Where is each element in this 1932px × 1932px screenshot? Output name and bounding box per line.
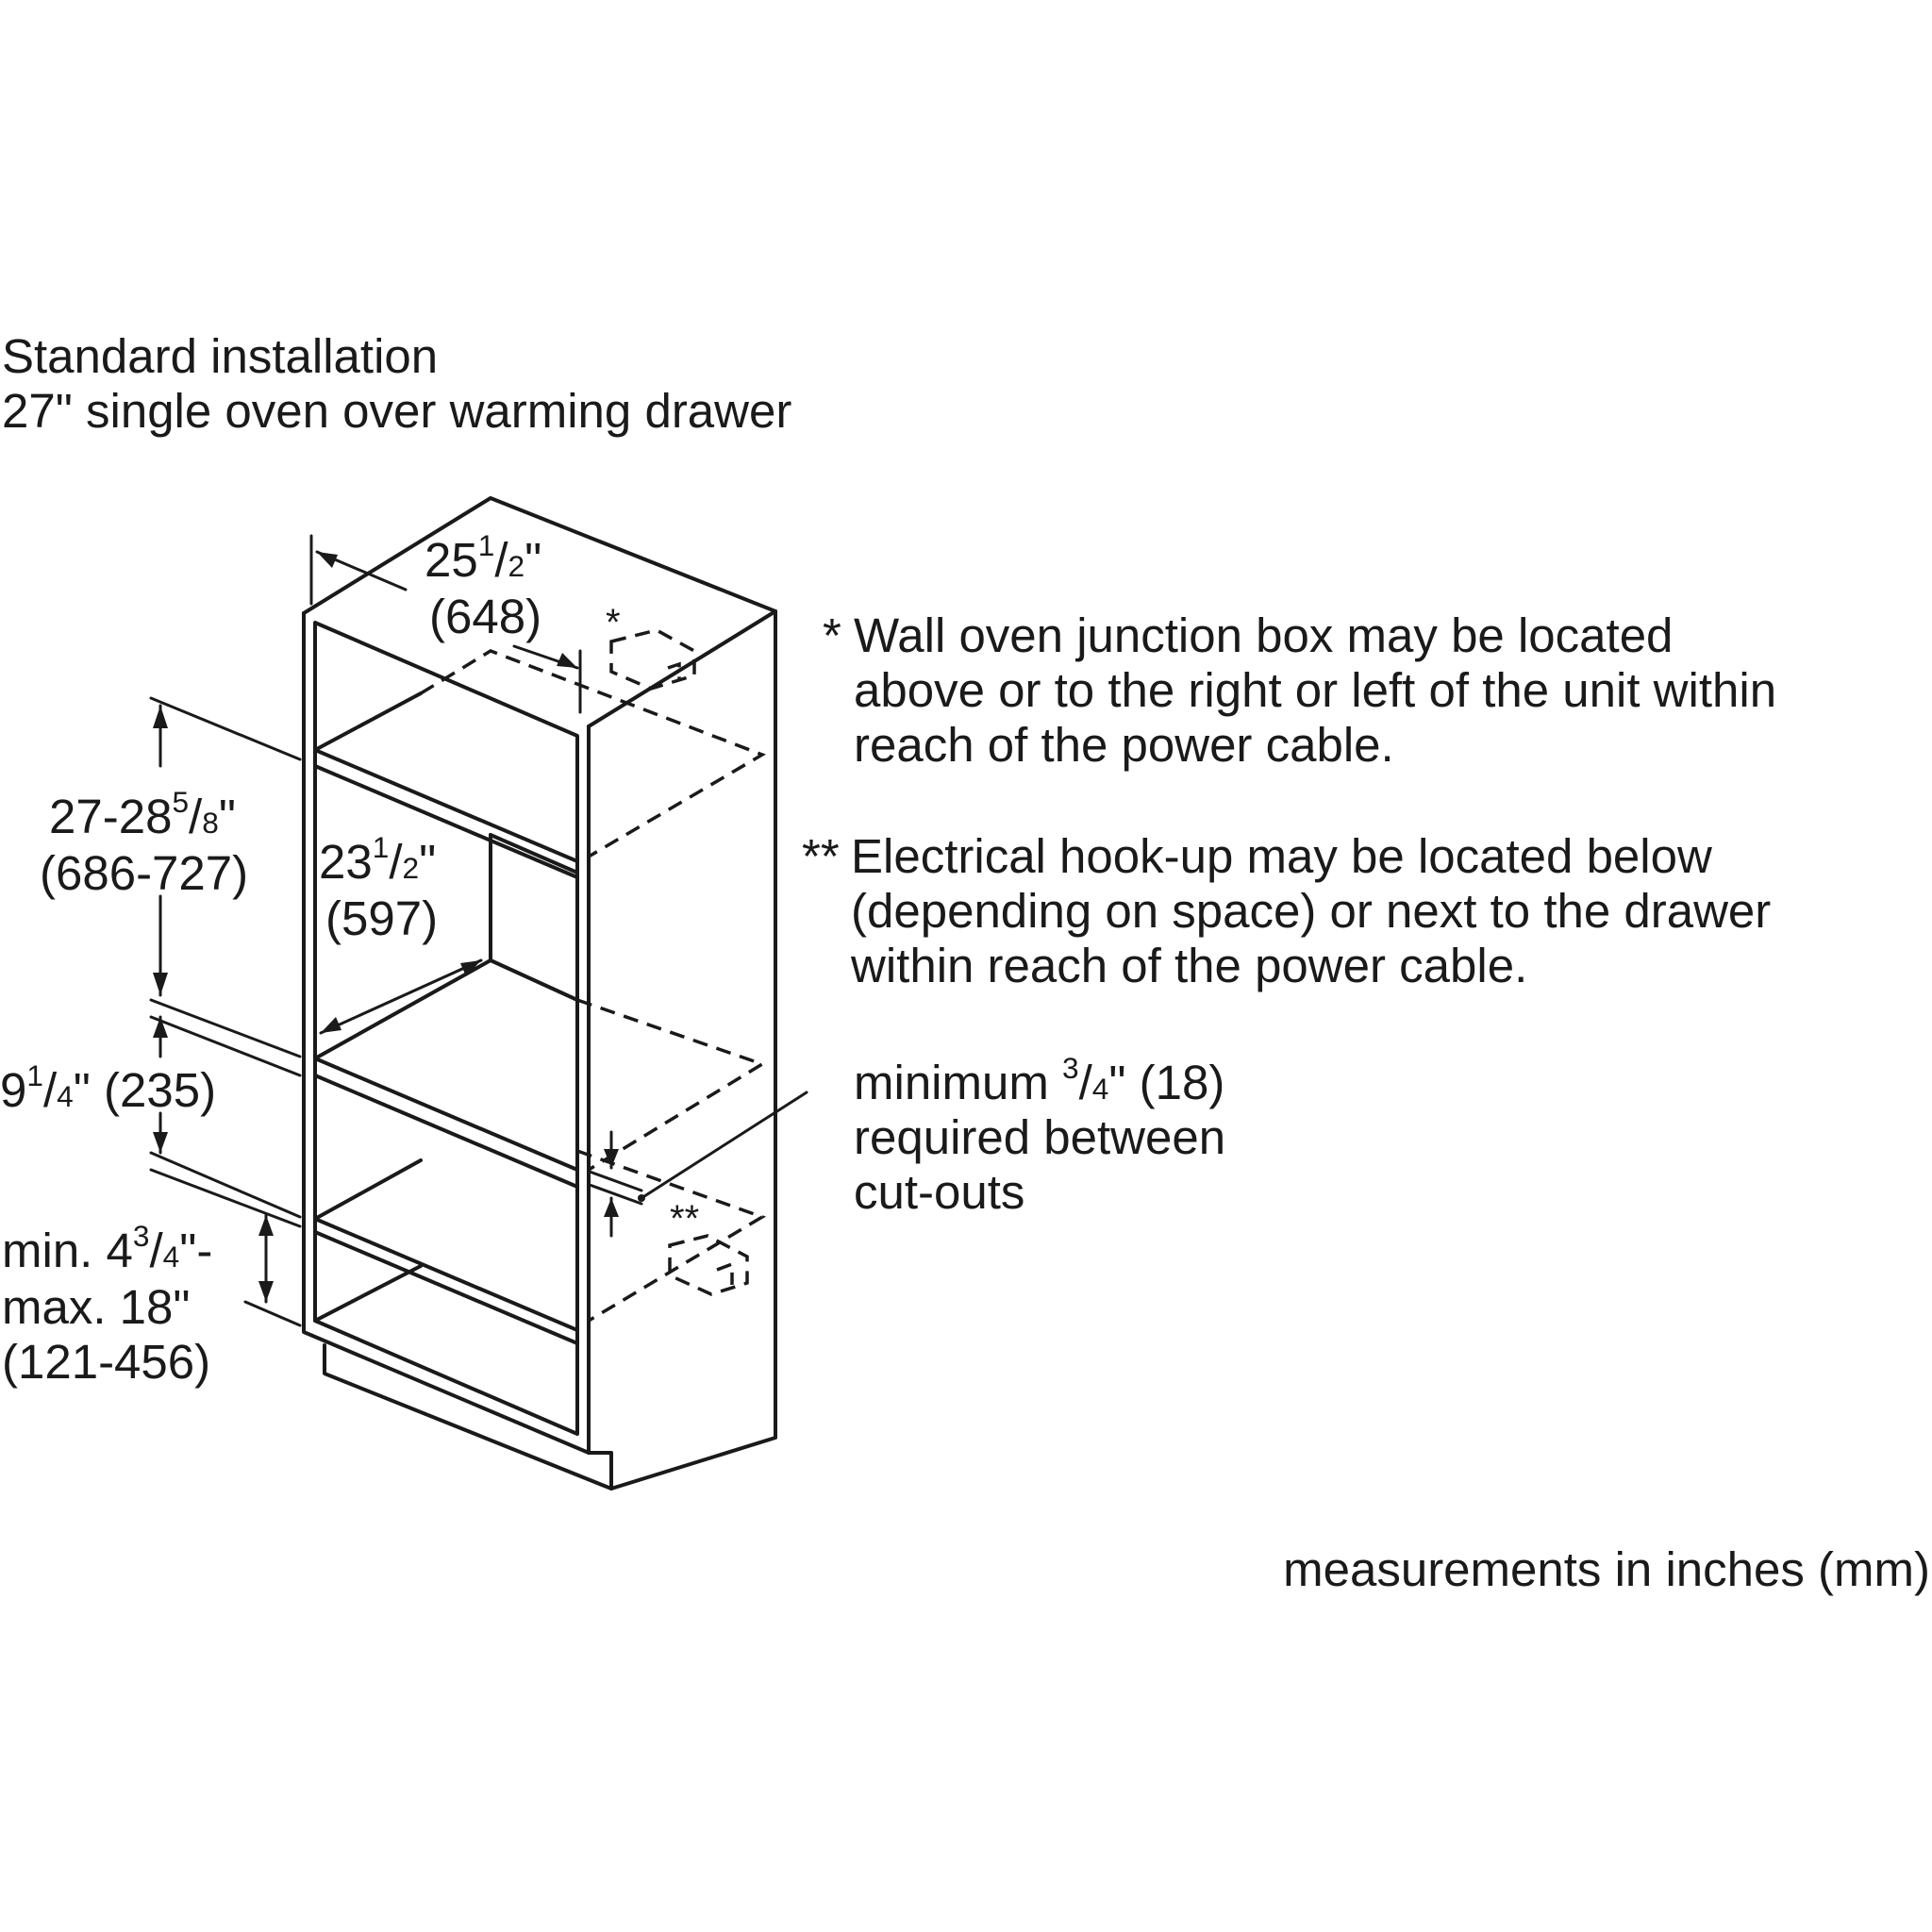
junction-box-top-knob xyxy=(667,661,681,681)
junction-note-line-1: Wall oven junction box may be located xyxy=(854,608,1674,662)
electrical-note-line-3: within reach of the power cable. xyxy=(851,939,1528,992)
shelf-top-lower xyxy=(313,764,579,879)
drawer-ext-bottom xyxy=(149,1151,302,1219)
bottom-arrow-up xyxy=(258,1215,274,1236)
height-ext-top xyxy=(149,696,302,761)
inner-depth-label: 231/2" xyxy=(319,829,437,889)
gap-ext-bottom xyxy=(588,1183,643,1206)
junction-box-bottom xyxy=(668,1234,749,1296)
junction-box-marker: * xyxy=(606,602,621,643)
inner-depth-arrow-right xyxy=(460,960,481,976)
height-ext-bottom xyxy=(149,998,302,1058)
height-arrow-down xyxy=(153,973,168,995)
cabinet-top-face xyxy=(302,496,777,728)
cavity-drawer-back xyxy=(313,1158,423,1221)
bottom-ext-top xyxy=(149,1168,302,1228)
gap-leader xyxy=(640,1091,808,1200)
shelf-drawer-lower xyxy=(313,1230,579,1345)
shelf-oven-bottom-lower xyxy=(313,1074,579,1189)
bottom-ext-bottom xyxy=(243,1300,302,1327)
cutouts-note-line-2: required between xyxy=(854,1110,1226,1164)
inner-depth-mm-label: (597) xyxy=(325,891,439,945)
cavity-upright-top xyxy=(489,833,579,874)
electrical-note-line-2: (depending on space) or next to the draw… xyxy=(851,884,1772,938)
junction-note-marker: * xyxy=(823,608,841,662)
bottom-mm-label: (121-456) xyxy=(2,1335,211,1389)
height-mm-label: (686-727) xyxy=(40,846,249,900)
bottom-min-label: min. 43/4"- xyxy=(2,1218,213,1277)
cabinet-front-inner xyxy=(313,621,579,1436)
gap-arrow-up xyxy=(604,1198,619,1217)
drawer-ext-top xyxy=(149,1015,302,1077)
drawer-arrow-up xyxy=(153,1017,168,1038)
shelf-drawer-upper xyxy=(313,1217,579,1332)
cutouts-note-line-3: cut-outs xyxy=(854,1165,1025,1219)
measurements-footer: measurements in inches (mm) xyxy=(1283,1542,1930,1596)
cabinet-toe-kick xyxy=(323,1343,613,1491)
junction-note-line-2: above or to the right or left of the uni… xyxy=(854,663,1777,717)
hidden-drawer-rear xyxy=(576,1149,767,1323)
drawer-label: 91/4" (235) xyxy=(0,1058,217,1117)
junction-box-bottom-knob xyxy=(716,1261,734,1285)
electrical-note-line-1: Electrical hook-up may be located below xyxy=(851,829,1712,883)
shelf-oven-bottom-upper xyxy=(313,1057,579,1172)
hidden-oven-rear xyxy=(576,998,767,1172)
depth-label: 251/2" xyxy=(425,527,542,587)
gap-arrow-down xyxy=(604,1149,619,1168)
inner-depth-line xyxy=(319,958,483,1035)
junction-box-top xyxy=(609,628,696,691)
title-line-2: 27" single oven over warming drawer xyxy=(2,384,792,438)
cavity-bottom-back xyxy=(313,1264,423,1323)
junction-note-line-3: reach of the power cable. xyxy=(854,718,1394,772)
electrical-box-marker: ** xyxy=(670,1198,700,1240)
electrical-note-marker: ** xyxy=(802,829,840,883)
cabinet-front-outer xyxy=(302,611,591,1455)
cabinet-right-side xyxy=(587,609,777,1491)
height-arrow-up xyxy=(153,706,168,728)
depth-arrow-right xyxy=(557,653,577,668)
cutouts-note-line-1: minimum 3/4" (18) xyxy=(854,1050,1225,1109)
height-label: 27-285/8" xyxy=(49,784,236,843)
hidden-top-rear xyxy=(420,649,767,858)
gap-leader-dot xyxy=(638,1194,645,1202)
drawer-arrow-down xyxy=(153,1132,168,1153)
title-line-1: Standard installation xyxy=(2,329,439,383)
depth-mm-label: (648) xyxy=(429,590,542,643)
inner-depth-arrow-left xyxy=(321,1017,341,1033)
shelf-top-upper xyxy=(313,748,579,863)
depth-arrow-left xyxy=(317,552,338,568)
bottom-max-label: max. 18" xyxy=(2,1280,191,1334)
bottom-arrow-down xyxy=(258,1281,274,1302)
cavity-top-back xyxy=(313,691,423,752)
gap-ext-top xyxy=(588,1170,643,1192)
